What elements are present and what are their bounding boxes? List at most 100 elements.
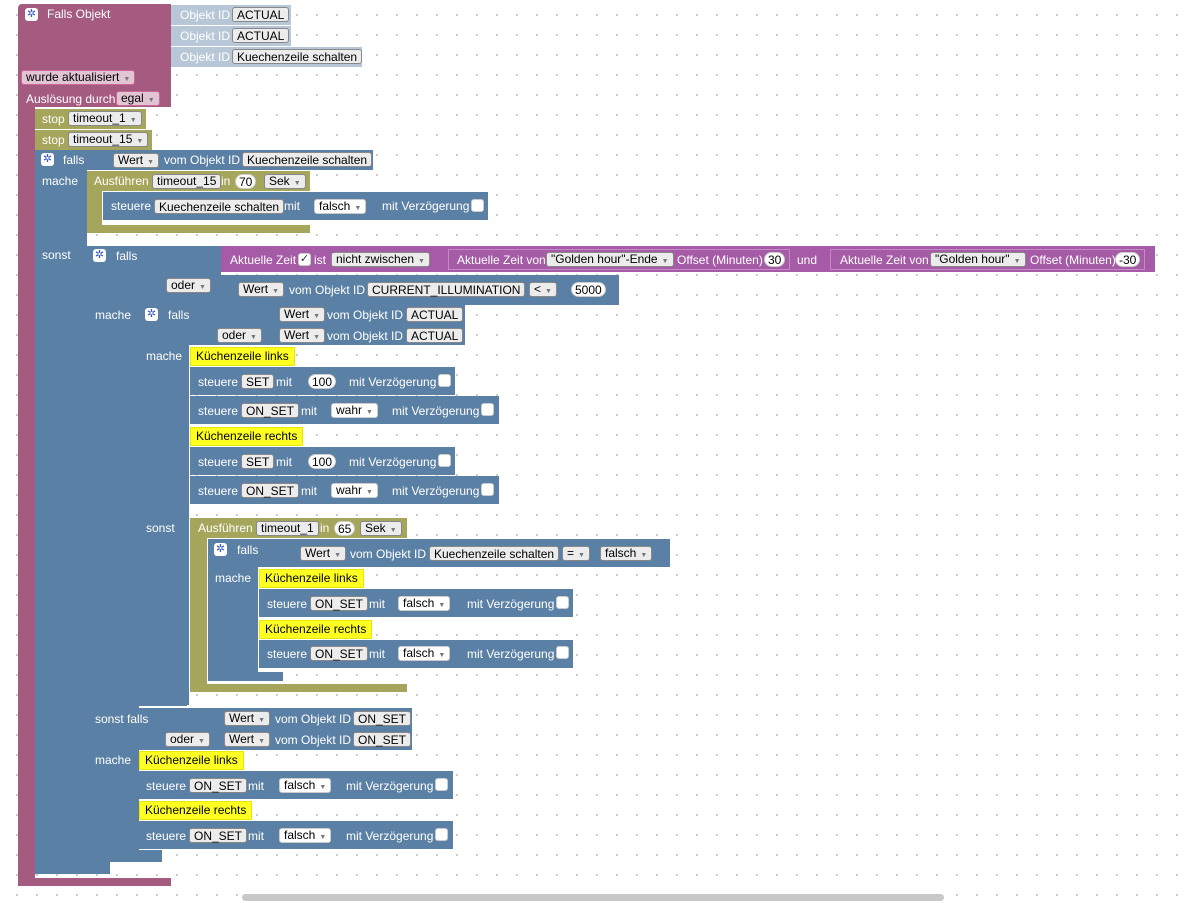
object-id-field[interactable]: ACTUAL [406,328,464,343]
oid-field[interactable]: Kuechenzeile schalten [232,49,363,64]
delay-checkbox[interactable] [435,828,448,841]
oid-field[interactable]: ACTUAL [232,28,290,43]
object-id-field[interactable]: Kuechenzeile schalten [242,152,373,167]
delay-checkbox[interactable] [438,454,451,467]
comment-block[interactable]: Küchenzeile rechts [259,620,373,639]
gear-icon[interactable]: ✲ [25,8,38,21]
gear-icon[interactable]: ✲ [214,543,227,556]
illumination-input[interactable]: 5000 [571,282,606,297]
oder-dropdown[interactable]: oder▼ [217,328,262,343]
value-dropdown[interactable]: falsch▼ [314,199,367,214]
dropdown-arrow-icon: ▼ [198,738,205,745]
stop-timer-dropdown[interactable]: timeout_1▼ [68,111,142,126]
object-id-field[interactable]: ON_SET [241,483,300,498]
delay-checkbox[interactable] [435,778,448,791]
value-input[interactable]: 100 [308,454,337,469]
timer-name-field[interactable]: timeout_15 [152,174,222,189]
gear-icon[interactable]: ✲ [93,249,106,262]
trigger-bottom [18,878,171,886]
horizontal-scrollbar[interactable] [242,894,944,901]
comment-block[interactable]: Küchenzeile links [259,569,364,588]
object-id-field[interactable]: ON_SET [353,732,412,747]
delay-checkbox[interactable] [471,199,484,212]
mache-label: mache [95,308,132,322]
value-dropdown[interactable]: wahr▼ [331,483,378,498]
comment-block[interactable]: Küchenzeile rechts [139,801,253,820]
time-to-dropdown[interactable]: "Golden hour"▼ [930,252,1026,267]
time-op-dropdown[interactable]: nicht zwischen▼ [331,252,430,267]
value-dropdown[interactable]: wahr▼ [331,403,378,418]
sonst-label: sonst [42,248,71,262]
mit-verzoegerung-label: mit Verzögerung [349,375,437,389]
outer-if-block[interactable] [35,150,87,868]
wert-label: Wert [243,282,269,296]
delay-input[interactable]: 65 [334,521,356,536]
vom-objekt-label: vom Objekt ID [275,733,352,747]
wert-dropdown[interactable]: Wert▼ [238,282,285,297]
compare-op-dropdown[interactable]: =▼ [562,546,590,561]
object-id-field[interactable]: ON_SET [310,646,369,661]
wert-dropdown[interactable]: Wert▼ [224,711,271,726]
wert-label: Wert [305,546,331,560]
trigger-by-dropdown[interactable]: egal▼ [116,91,160,106]
gear-icon[interactable]: ✲ [145,308,158,321]
object-id-field[interactable]: Kuechenzeile schalten [429,546,560,561]
comment-block[interactable]: Küchenzeile links [190,347,295,366]
compare-op-value: = [567,546,575,560]
oder-dropdown[interactable]: oder▼ [166,278,211,293]
wert-dropdown[interactable]: Wert▼ [279,328,326,343]
delay-checkbox[interactable] [556,646,569,659]
delay-checkbox[interactable] [481,483,494,496]
delay-checkbox[interactable] [556,596,569,609]
comment-block[interactable]: Küchenzeile rechts [190,427,304,446]
time-from-dropdown[interactable]: "Golden hour"-Ende▼ [546,252,674,267]
object-id-field[interactable]: Kuechenzeile schalten [154,199,285,214]
stop-timer-dropdown[interactable]: timeout_15▼ [68,132,149,147]
trigger-block[interactable] [18,4,171,107]
wert-dropdown[interactable]: Wert▼ [224,732,271,747]
event-dropdown[interactable]: wurde aktualisiert▼ [21,70,136,85]
object-id-field[interactable]: ON_SET [189,778,248,793]
compare-op-dropdown[interactable]: <▼ [529,282,557,297]
object-id-field[interactable]: ACTUAL [406,307,464,322]
inner-if-block[interactable] [139,305,189,705]
object-id-field[interactable]: CURRENT_ILLUMINATION [367,282,526,297]
wert-dropdown[interactable]: Wert▼ [300,546,347,561]
unit-dropdown[interactable]: Sek▼ [360,521,402,536]
value-dropdown[interactable]: falsch▼ [600,546,653,561]
oid-field[interactable]: ACTUAL [232,7,290,22]
object-id-field[interactable]: ON_SET [353,711,412,726]
value-dropdown[interactable]: falsch▼ [398,646,451,661]
sonst-if-block[interactable] [87,246,139,862]
wert-dropdown[interactable]: Wert▼ [279,307,326,322]
value-dropdown[interactable]: falsch▼ [398,596,451,611]
event-dropdown-label: wurde aktualisiert [26,70,120,84]
check-icon[interactable]: ✓ [298,253,311,266]
offset-label: Offset (Minuten) [1030,253,1116,267]
object-id-field[interactable]: ON_SET [310,596,369,611]
object-id-field[interactable]: ON_SET [241,403,300,418]
oder-dropdown[interactable]: oder▼ [165,732,210,747]
dropdown-arrow-icon: ▼ [258,738,266,745]
object-id-field[interactable]: ON_SET [189,828,248,843]
timer-name-field[interactable]: timeout_1 [256,521,319,536]
object-id-field[interactable]: SET [241,374,275,389]
value-dropdown[interactable]: falsch▼ [279,828,332,843]
offset-input[interactable]: 30 [764,252,786,267]
comment-block[interactable]: Küchenzeile links [139,751,244,770]
delay-input[interactable]: 70 [235,174,257,189]
gear-icon[interactable]: ✲ [41,153,54,166]
mit-verzoegerung-label: mit Verzögerung [392,404,480,418]
object-id-field[interactable]: SET [241,454,275,469]
offset-input[interactable]: -30 [1115,252,1141,267]
mit-verzoegerung-label: mit Verzögerung [349,455,437,469]
unit-dropdown[interactable]: Sek▼ [264,174,306,189]
mit-label: mit [284,199,300,213]
inner-if-bottom [139,696,187,706]
delay-checkbox[interactable] [481,403,494,416]
falls-label: falls [237,543,259,557]
value-dropdown[interactable]: falsch▼ [279,778,332,793]
wert-dropdown[interactable]: Wert▼ [113,153,160,168]
delay-checkbox[interactable] [438,374,451,387]
value-input[interactable]: 100 [308,374,337,389]
